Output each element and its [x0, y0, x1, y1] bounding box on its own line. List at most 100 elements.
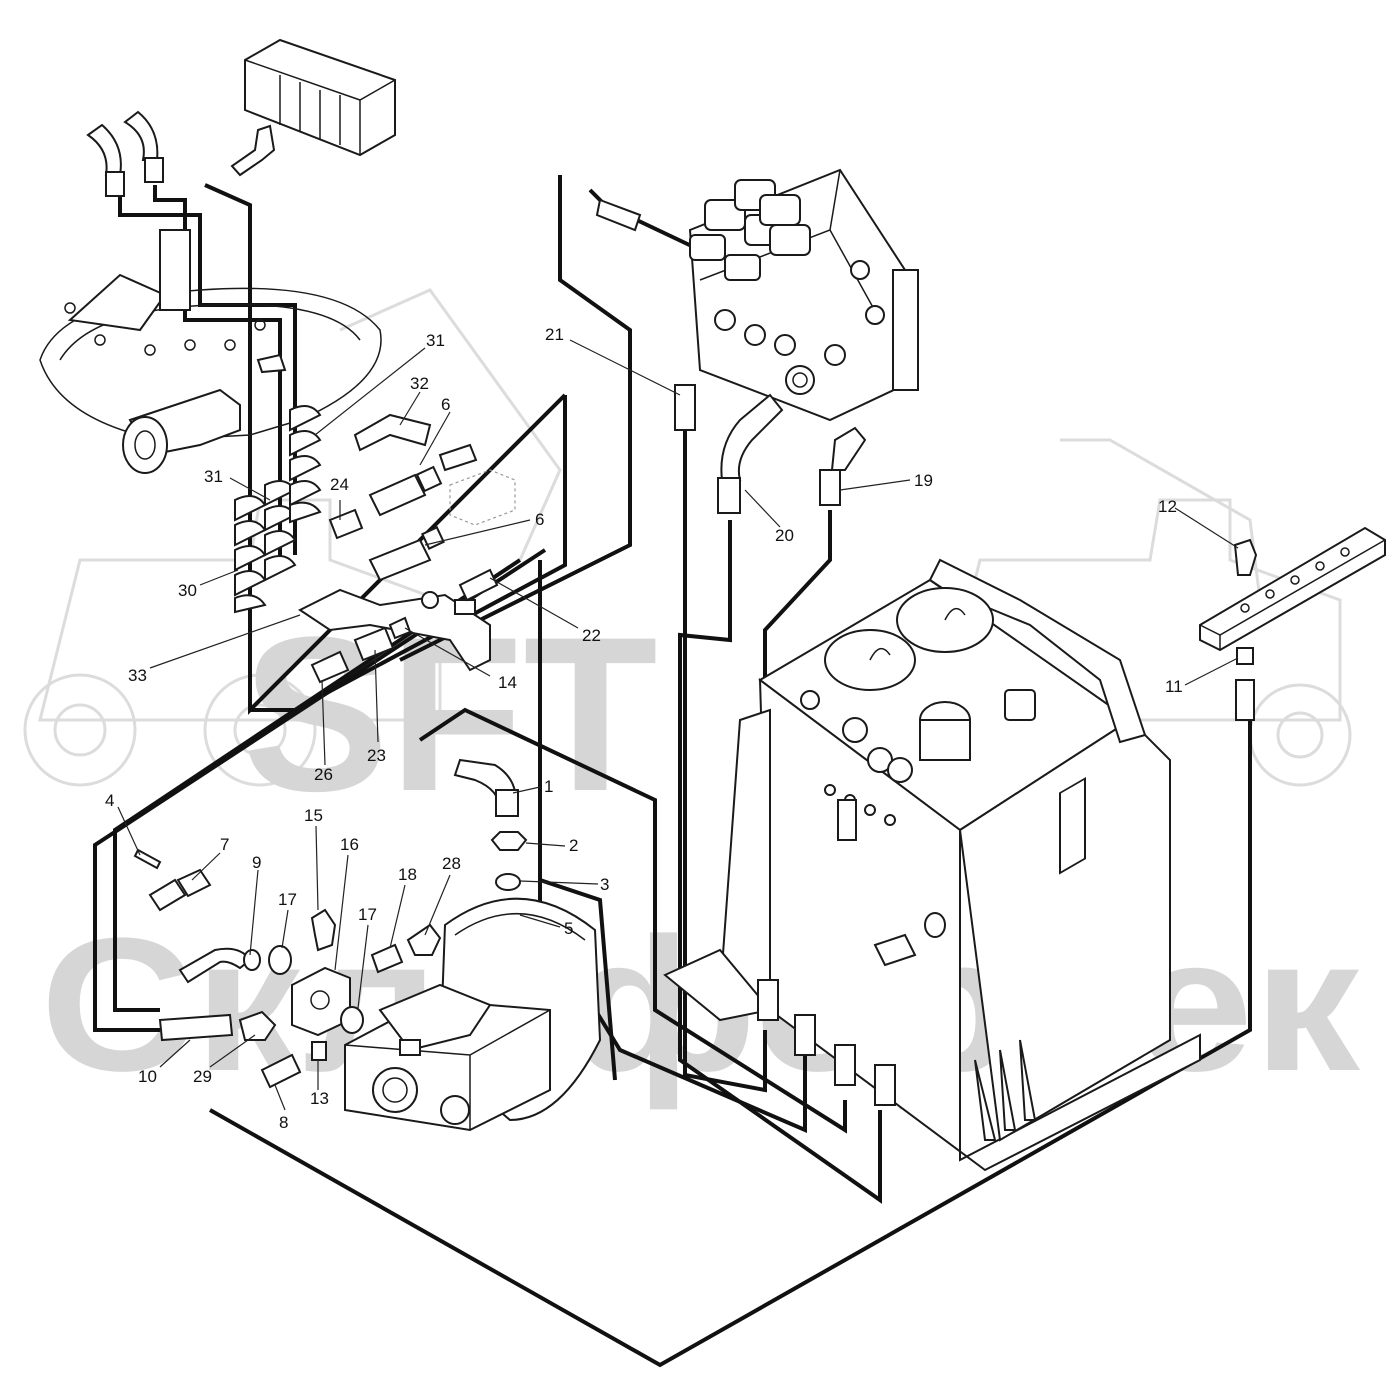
seal-3: [495, 873, 521, 891]
callout-6-upper: 6: [441, 395, 450, 414]
bracket-33-14: [298, 588, 491, 672]
hose-elbow-left: [86, 123, 125, 197]
valve-end-plate: [892, 269, 919, 391]
callout-19: 19: [914, 471, 933, 490]
callout-21: 21: [545, 325, 564, 344]
callout-31-lower: 31: [204, 467, 223, 486]
flange-block-16: [291, 966, 351, 1037]
hose-route-a: [118, 195, 297, 555]
callout-30: 30: [178, 581, 197, 600]
callout-1: 1: [544, 777, 553, 796]
hose-routes: [93, 175, 1252, 1368]
callout-11: 11: [1165, 677, 1183, 696]
solenoid-coils: [689, 179, 811, 281]
plug-13: [311, 1041, 327, 1061]
callout-20: 20: [775, 526, 794, 545]
bolt-4: [133, 848, 162, 870]
hose-elbow-right: [123, 110, 164, 183]
o-ring-17-right: [340, 1006, 364, 1034]
callout-26: 26: [314, 765, 333, 784]
callout-29: 29: [193, 1067, 212, 1086]
electrical-box: [230, 38, 396, 177]
callout-13: 13: [310, 1089, 329, 1108]
callout-23: 23: [367, 746, 386, 765]
hose-route-k: [678, 520, 882, 1204]
callout-4: 4: [105, 791, 114, 810]
small-bracket: [256, 353, 287, 374]
callout-9: 9: [252, 853, 261, 872]
swivel-bracket: [67, 273, 167, 332]
callout-2: 2: [569, 836, 578, 855]
fitting-26: [310, 650, 350, 684]
sight-glass: [1059, 776, 1086, 875]
callout-24: 24: [330, 475, 349, 494]
fitting-8: [260, 1053, 302, 1089]
hose-route-n: [539, 878, 617, 1081]
fitting-23: [353, 616, 412, 662]
hose-clamps-30: [234, 495, 267, 614]
filter-housing: [919, 689, 1036, 761]
hose-route-f: [93, 548, 547, 1032]
hose-route-d: [250, 395, 567, 712]
o-ring-17-left: [268, 945, 292, 975]
callout-22: 22: [582, 626, 601, 645]
callout-33: 33: [128, 666, 147, 685]
callout-15: 15: [304, 806, 323, 825]
manifold-bar-12: [1199, 526, 1386, 652]
control-valve-block: [595, 168, 919, 431]
callout-7: 7: [220, 835, 229, 854]
hose-1: [453, 758, 519, 817]
callout-8: 8: [279, 1113, 288, 1132]
valve-ports: [714, 260, 885, 395]
hose-10: [158, 1013, 234, 1042]
elbow-28: [406, 923, 442, 956]
tank-left-brace: [718, 708, 771, 1002]
callout-16: 16: [340, 835, 359, 854]
fitting-12: [1233, 538, 1258, 576]
fitting-22: [458, 568, 499, 602]
hose-route-o: [588, 188, 701, 252]
elbow-29: [238, 1010, 277, 1041]
junction-block-dashed: [449, 469, 516, 526]
nut-2: [490, 831, 528, 851]
callout-31-upper: 31: [426, 331, 445, 350]
hose-fitting-20: [717, 393, 784, 514]
fitting-21: [674, 384, 696, 431]
adapter-24: [328, 508, 364, 540]
hose-clamps-31-upper: [289, 405, 322, 524]
callout-17-right: 17: [358, 905, 377, 924]
mounting-bolt-holes: [64, 302, 266, 356]
callout-28: 28: [442, 854, 461, 873]
callout-3: 3: [600, 875, 609, 894]
callout-12: 12: [1158, 497, 1177, 516]
fitting-11: [1235, 647, 1255, 721]
callout-18: 18: [398, 865, 417, 884]
slewing-ring-assembly: [39, 110, 382, 474]
half-clamp-7: [148, 868, 212, 912]
callout-14: 14: [498, 673, 517, 692]
hose-route-e: [399, 175, 632, 662]
hose-route-l: [683, 410, 767, 1093]
hose-route-j: [418, 707, 847, 1134]
hose-route-h: [538, 560, 807, 1134]
hose-route-i: [209, 690, 1252, 1368]
elbow-15: [310, 908, 337, 952]
tank-side-face: [958, 718, 1171, 1142]
bracket-32: [353, 413, 432, 452]
leader-lines: [117, 339, 1239, 1111]
hydraulic-pump: [344, 983, 551, 1132]
check-valve-6-lower: [368, 526, 445, 582]
swivel-post: [159, 229, 191, 311]
stand-gussets: [974, 1039, 1037, 1141]
callout-17-left: 17: [278, 890, 297, 909]
check-valve-6-upper: [368, 443, 478, 517]
hose-9: [178, 947, 261, 984]
callout-10: 10: [138, 1067, 157, 1086]
tank-hose-ends: [757, 799, 896, 1106]
pivot-eye: [122, 416, 168, 474]
watermark-machine-outline-left: [23, 288, 562, 787]
hose-fitting-top: [595, 198, 642, 232]
hose-clamps-31-lower: [264, 480, 297, 582]
elbow-connector-top: [230, 124, 276, 177]
callout-labels: 1 2 3 4 5 6 6 7 8 9 10 11 12 13 14 15 16…: [105, 325, 1183, 1132]
